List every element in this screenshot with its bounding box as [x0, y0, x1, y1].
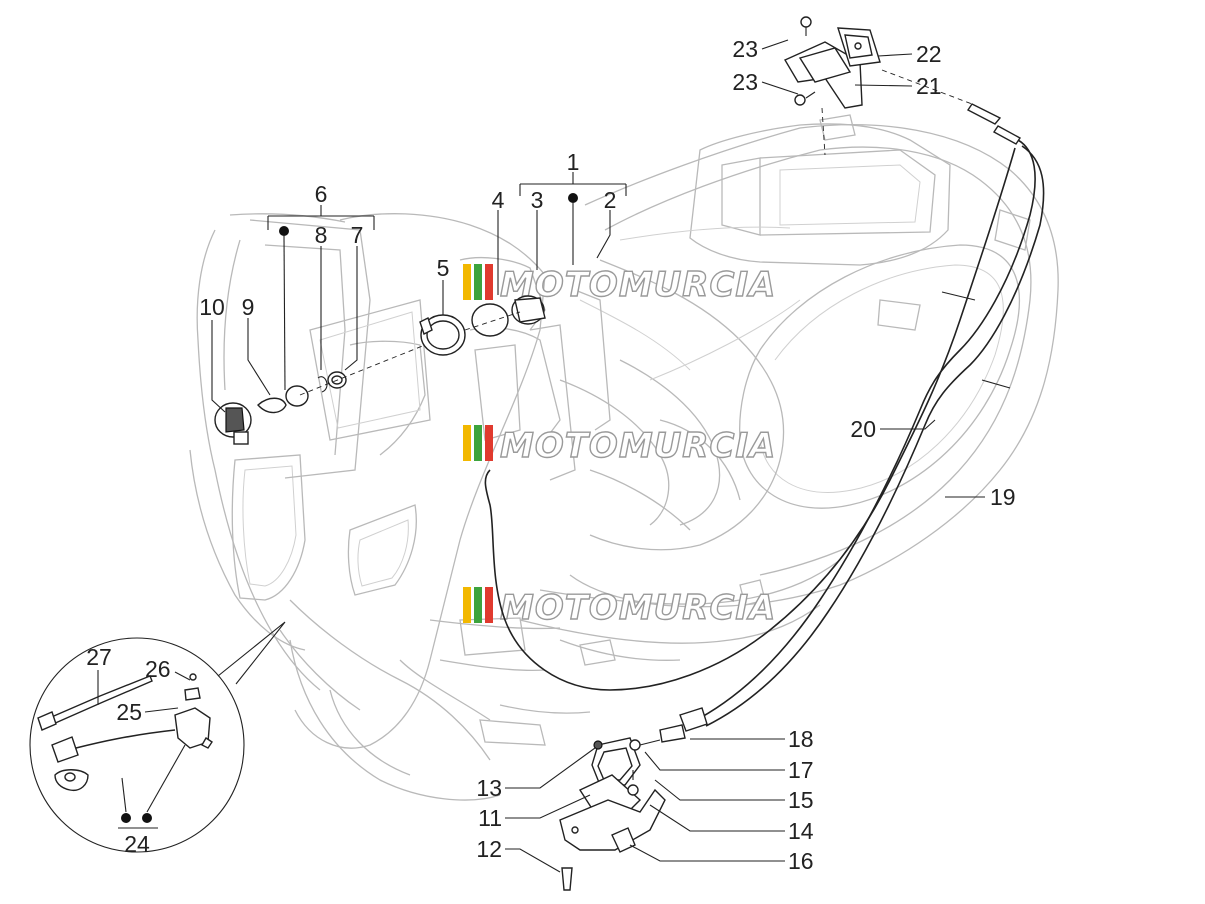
label-11: 11: [478, 805, 502, 831]
label-25: 25: [116, 699, 142, 725]
label-24: 24: [124, 831, 150, 857]
label-13: 13: [476, 775, 502, 801]
label-7: 7: [351, 222, 364, 248]
scooter-body-outline: [189, 114, 1059, 801]
label-15: 15: [788, 787, 814, 813]
label-22: 22: [916, 41, 942, 67]
label-12: 12: [476, 836, 502, 862]
watermark-top: MOTOMURCIA: [463, 264, 776, 306]
label-21: 21: [916, 73, 942, 99]
label-23-bottom: 23: [732, 69, 758, 95]
label-18: 18: [788, 726, 814, 752]
part-number-labels: 1 2 3 4 5 6 7 8 9 10 11 12 13 14 15 16 1…: [86, 36, 1015, 874]
ignition-lock-parts: [214, 295, 546, 445]
label-8: 8: [315, 222, 328, 248]
seat-lock-assembly: [559, 724, 686, 891]
label-23-top: 23: [732, 36, 758, 62]
label-14: 14: [788, 818, 814, 844]
label-6: 6: [315, 181, 328, 207]
watermark-middle: MOTOMURCIA: [463, 425, 776, 467]
label-17: 17: [788, 757, 814, 783]
watermark-text-bottom: MOTOMURCIA: [500, 588, 776, 628]
label-19: 19: [990, 484, 1016, 510]
inset-detail: [29, 621, 286, 853]
label-26: 26: [145, 656, 171, 682]
label-2: 2: [604, 187, 617, 213]
label-9: 9: [242, 294, 255, 320]
seat-release-cable: [484, 103, 1045, 732]
label-27: 27: [86, 644, 112, 670]
label-1: 1: [567, 149, 580, 175]
leader-lines: [97, 39, 985, 873]
label-3: 3: [531, 187, 544, 213]
label-20: 20: [850, 416, 876, 442]
label-10: 10: [199, 294, 225, 320]
label-4: 4: [492, 187, 505, 213]
label-5: 5: [437, 255, 450, 281]
watermark-text-middle: MOTOMURCIA: [500, 426, 776, 466]
label-16: 16: [788, 848, 814, 874]
seat-hinge-assembly: [783, 16, 973, 156]
watermark-bottom: MOTOMURCIA: [463, 587, 776, 629]
watermark-text-top: MOTOMURCIA: [500, 265, 776, 305]
